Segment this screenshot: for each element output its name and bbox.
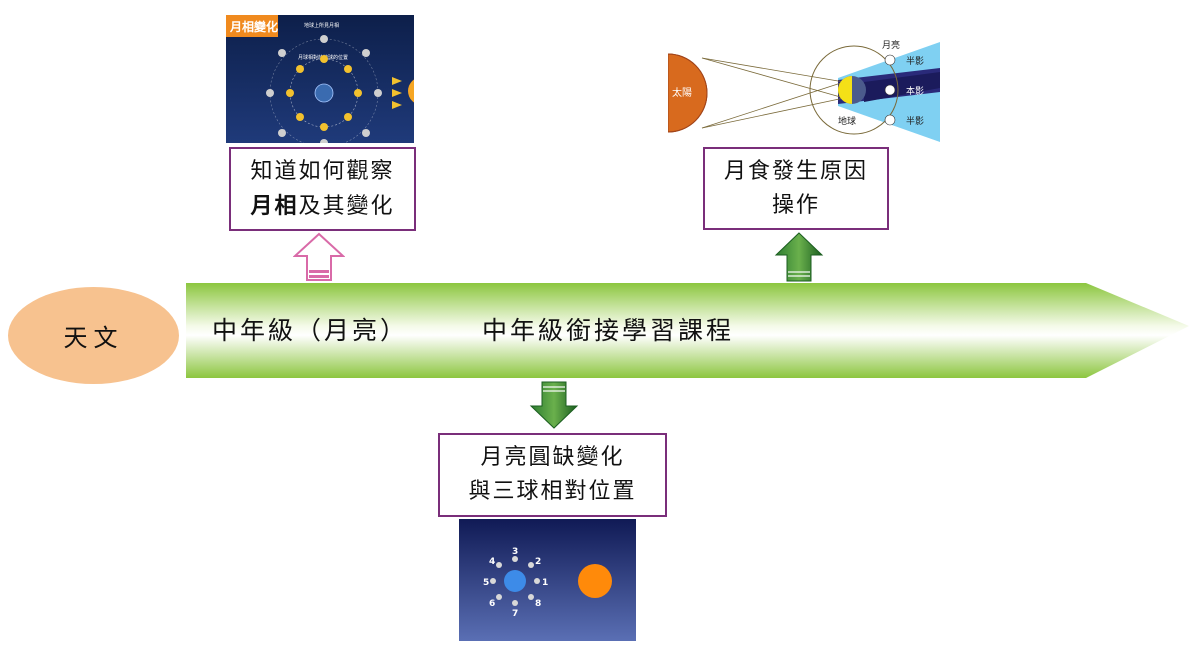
sun-label: 太陽: [672, 86, 692, 99]
umbra-label: 本影: [906, 85, 924, 97]
timeline-banner: 中年級（月亮） 中年級銜接學習課程: [186, 283, 1189, 378]
topic-label: 天文: [63, 324, 124, 352]
box-moon-waxing-waning: 月亮圓缺變化 與三球相對位置: [438, 433, 667, 517]
position-number-4: 4: [489, 557, 495, 567]
penumbra-top-label: 半影: [906, 55, 924, 67]
box-left-bold-term: 月相: [250, 192, 299, 219]
box-left-line1: 知道如何觀察: [250, 158, 395, 184]
banner-left-text: 中年級（月亮）: [212, 316, 409, 345]
box-right-line2: 操作: [771, 192, 820, 218]
position-number-6: 6: [489, 599, 495, 609]
penumbra-bottom-label: 半影: [906, 115, 924, 127]
position-number-8: 8: [535, 599, 541, 609]
position-number-1: 1: [542, 578, 548, 588]
topic-oval: 天文: [8, 287, 179, 384]
position-number-3: 3: [512, 547, 518, 557]
moon-phase-image: 月相變化 地球上所見月相 月球相對於地球的位置: [226, 15, 436, 148]
box-left-line2: 月相及其變化: [250, 189, 394, 224]
box-observe-moon-phase: 知道如何觀察 月相及其變化: [229, 147, 416, 231]
eclipse-diagram: 太陽 地球 月亮 半影 本影 半影: [667, 32, 940, 152]
box-right-line1: 月食發生原因: [723, 158, 868, 184]
position-number-5: 5: [483, 578, 489, 588]
moon-label: 月亮: [882, 39, 900, 51]
position-number-2: 2: [535, 557, 541, 567]
down-arrow-green: [529, 380, 579, 430]
box-bottom-line2: 與三球相對位置: [468, 479, 637, 504]
box-bottom-line1: 月亮圓缺變化: [480, 445, 625, 470]
position-number-7: 7: [512, 609, 518, 619]
banner-right-text: 中年級銜接學習課程: [482, 316, 735, 345]
moon-phase-subtitle: 地球上所見月相: [304, 22, 339, 29]
box-eclipse-cause: 月食發生原因 操作: [703, 147, 889, 230]
earth-label: 地球: [838, 115, 856, 127]
box-left-line2-rest: 及其變化: [298, 193, 395, 219]
up-arrow-pink: [292, 232, 346, 282]
moon-phase-title: 月相變化: [229, 19, 278, 34]
up-arrow-green: [774, 231, 824, 283]
position-image: 1 2 3 4 5 6 7 8: [459, 519, 636, 641]
